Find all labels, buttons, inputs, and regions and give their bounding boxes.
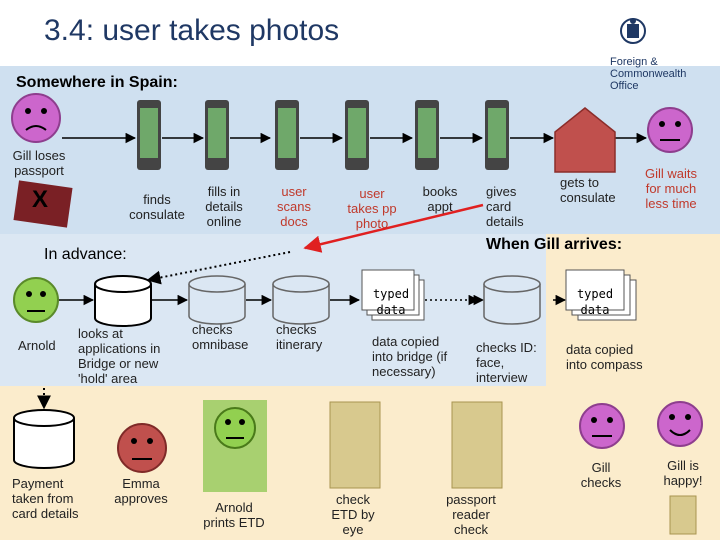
arnold-print-face-icon bbox=[214, 407, 256, 449]
section-arrival: When Gill arrives: bbox=[486, 236, 623, 253]
gill-checking-face-icon bbox=[579, 403, 625, 449]
red-arrow bbox=[303, 203, 484, 253]
gill-happy-face-icon bbox=[657, 401, 703, 447]
phone-icon bbox=[485, 100, 509, 170]
section-spain: Somewhere in Spain: bbox=[16, 74, 178, 91]
logo-line-2: Commonwealth bbox=[610, 68, 687, 80]
consulate-house-icon bbox=[554, 107, 616, 173]
phone-icon bbox=[205, 100, 229, 170]
logo-line-1: Foreign & bbox=[610, 56, 658, 68]
label-arnold: Arnold bbox=[18, 338, 56, 353]
dotted-arrow-to-bridge bbox=[146, 251, 291, 285]
crest-icon bbox=[616, 16, 650, 46]
database-icon-compass bbox=[483, 275, 541, 325]
phone-icon bbox=[415, 100, 439, 170]
sad-gill-face-icon bbox=[11, 93, 61, 143]
phone-icon bbox=[275, 100, 299, 170]
passport-icon bbox=[13, 180, 73, 228]
passport-cross: X bbox=[32, 186, 49, 213]
logo-line-3: Office bbox=[610, 80, 639, 92]
database-icon-payment bbox=[13, 409, 75, 469]
small-etd-icon bbox=[669, 495, 697, 535]
label-checks-id: checks ID:face,interview bbox=[476, 340, 537, 385]
section-advance: In advance: bbox=[44, 246, 127, 263]
phone-icon bbox=[345, 100, 369, 170]
database-icon-itinerary bbox=[272, 275, 330, 325]
slide-title: 3.4: user takes photos bbox=[44, 14, 340, 47]
phone-icon bbox=[137, 100, 161, 170]
arnold-face-icon bbox=[13, 277, 59, 323]
gill-waiting-face-icon bbox=[647, 107, 693, 153]
etd-document-icon bbox=[329, 401, 381, 489]
typed-data-doc-1 bbox=[361, 269, 425, 321]
typed-data-doc-2 bbox=[565, 269, 637, 321]
database-icon-bridge bbox=[94, 275, 152, 327]
database-icon-omnibase bbox=[188, 275, 246, 325]
phone-icons bbox=[137, 100, 509, 170]
etd-document-icon-2 bbox=[451, 401, 503, 489]
emma-face-icon bbox=[117, 423, 167, 473]
